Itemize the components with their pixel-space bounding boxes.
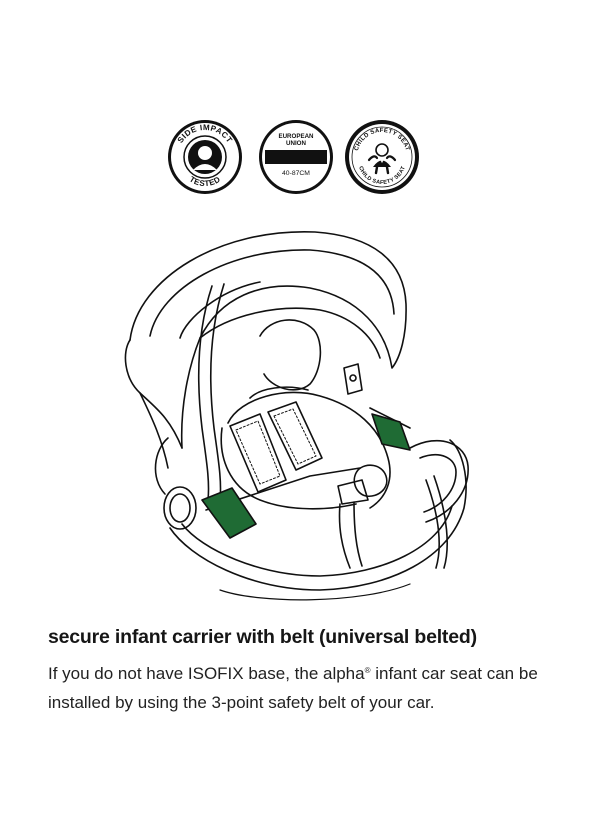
child-safety-seat-badge: CHILD SAFETY SEAT CHILD SAFETY SEAT xyxy=(343,118,421,196)
child-safety-seat-badge-icon: CHILD SAFETY SEAT CHILD SAFETY SEAT xyxy=(343,118,421,196)
side-impact-badge-icon: SIDE IMPACT TESTED xyxy=(166,118,244,196)
european-union-badge-icon: EUROPEAN UNION 40-87CM xyxy=(257,118,335,196)
shoulder-pad-right xyxy=(268,402,322,470)
certification-badges: SIDE IMPACT TESTED EUROPEAN UNION 40-87C… xyxy=(0,118,595,198)
eu-line2: UNION xyxy=(286,140,306,147)
eu-range: 40-87CM xyxy=(282,170,310,177)
shoulder-pad-left xyxy=(230,414,286,492)
description-text-start: If you do not have ISOFIX base, the alph… xyxy=(48,664,365,683)
infant-car-seat-illustration xyxy=(110,218,490,608)
installation-description: If you do not have ISOFIX base, the alph… xyxy=(48,656,548,717)
belt-guide-right xyxy=(372,414,410,450)
side-impact-badge: SIDE IMPACT TESTED xyxy=(166,118,244,196)
section-heading: secure infant carrier with belt (univers… xyxy=(48,626,568,649)
european-union-badge: EUROPEAN UNION 40-87CM xyxy=(257,118,335,196)
eu-line1: EUROPEAN xyxy=(278,133,314,140)
